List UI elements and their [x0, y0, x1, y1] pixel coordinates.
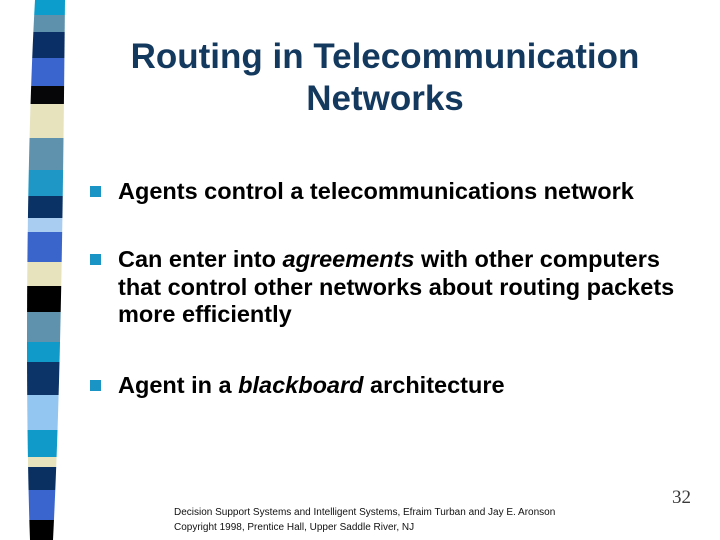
bullet-text-2: Can enter into agreements with other com… [118, 246, 686, 329]
ribbon-block [27, 104, 66, 138]
bullet-3-post: architecture [363, 372, 505, 398]
bullet-3-em: blackboard [238, 372, 364, 398]
ribbon-block [27, 232, 66, 262]
ribbon-block [27, 457, 66, 467]
ribbon-block [27, 262, 66, 286]
ribbon-block [27, 138, 66, 170]
ribbon-block [27, 58, 66, 86]
bullet-1-pre: Agents control a telecommunications netw… [118, 178, 634, 204]
slide-title-line1: Routing in Telecommunication [130, 37, 640, 76]
bullet-2-post: with other computers that control other … [118, 246, 675, 327]
bullet-3-pre: Agent in a [118, 372, 239, 398]
bullet-item-2: Can enter into agreements with other com… [90, 246, 686, 329]
bullet-2-pre: Can enter into [118, 246, 283, 272]
ribbon-blocks [27, 0, 66, 540]
ribbon-block [27, 15, 66, 32]
ribbon-block [27, 342, 66, 362]
ribbon-block [27, 362, 66, 395]
slide-title: Routing in Telecommunication Networks [95, 36, 675, 120]
footer-citation: Decision Support Systems and Intelligent… [174, 506, 594, 535]
ribbon-block [27, 196, 66, 218]
footer-line1: Decision Support Systems and Intelligent… [174, 507, 556, 518]
ribbon-block [27, 32, 66, 58]
ribbon-block [27, 520, 66, 540]
ribbon-block [27, 490, 66, 520]
slide-title-line2: Networks [306, 79, 464, 118]
bullet-2-em: agreements [282, 246, 415, 272]
bullet-text-1: Agents control a telecommunications netw… [118, 178, 686, 206]
bullet-item-1: Agents control a telecommunications netw… [90, 178, 686, 206]
bullet-square-icon [90, 254, 101, 265]
ribbon-block [27, 286, 66, 312]
ribbon-block [27, 86, 66, 104]
ribbon-block [27, 395, 66, 430]
page-number: 32 [672, 487, 691, 508]
bullet-text-3: Agent in a blackboard architecture [118, 372, 686, 400]
ribbon-block [27, 0, 66, 15]
decorative-ribbon [27, 0, 66, 540]
ribbon-block [27, 467, 66, 490]
ribbon-block [27, 218, 66, 232]
ribbon-block [27, 312, 66, 342]
ribbon-block [27, 430, 66, 457]
footer-line2: Copyright 1998, Prentice Hall, Upper Sad… [174, 521, 415, 533]
bullet-square-icon [90, 380, 101, 391]
bullet-item-3: Agent in a blackboard architecture [90, 372, 686, 400]
ribbon-block [27, 170, 66, 196]
bullet-square-icon [90, 186, 101, 197]
